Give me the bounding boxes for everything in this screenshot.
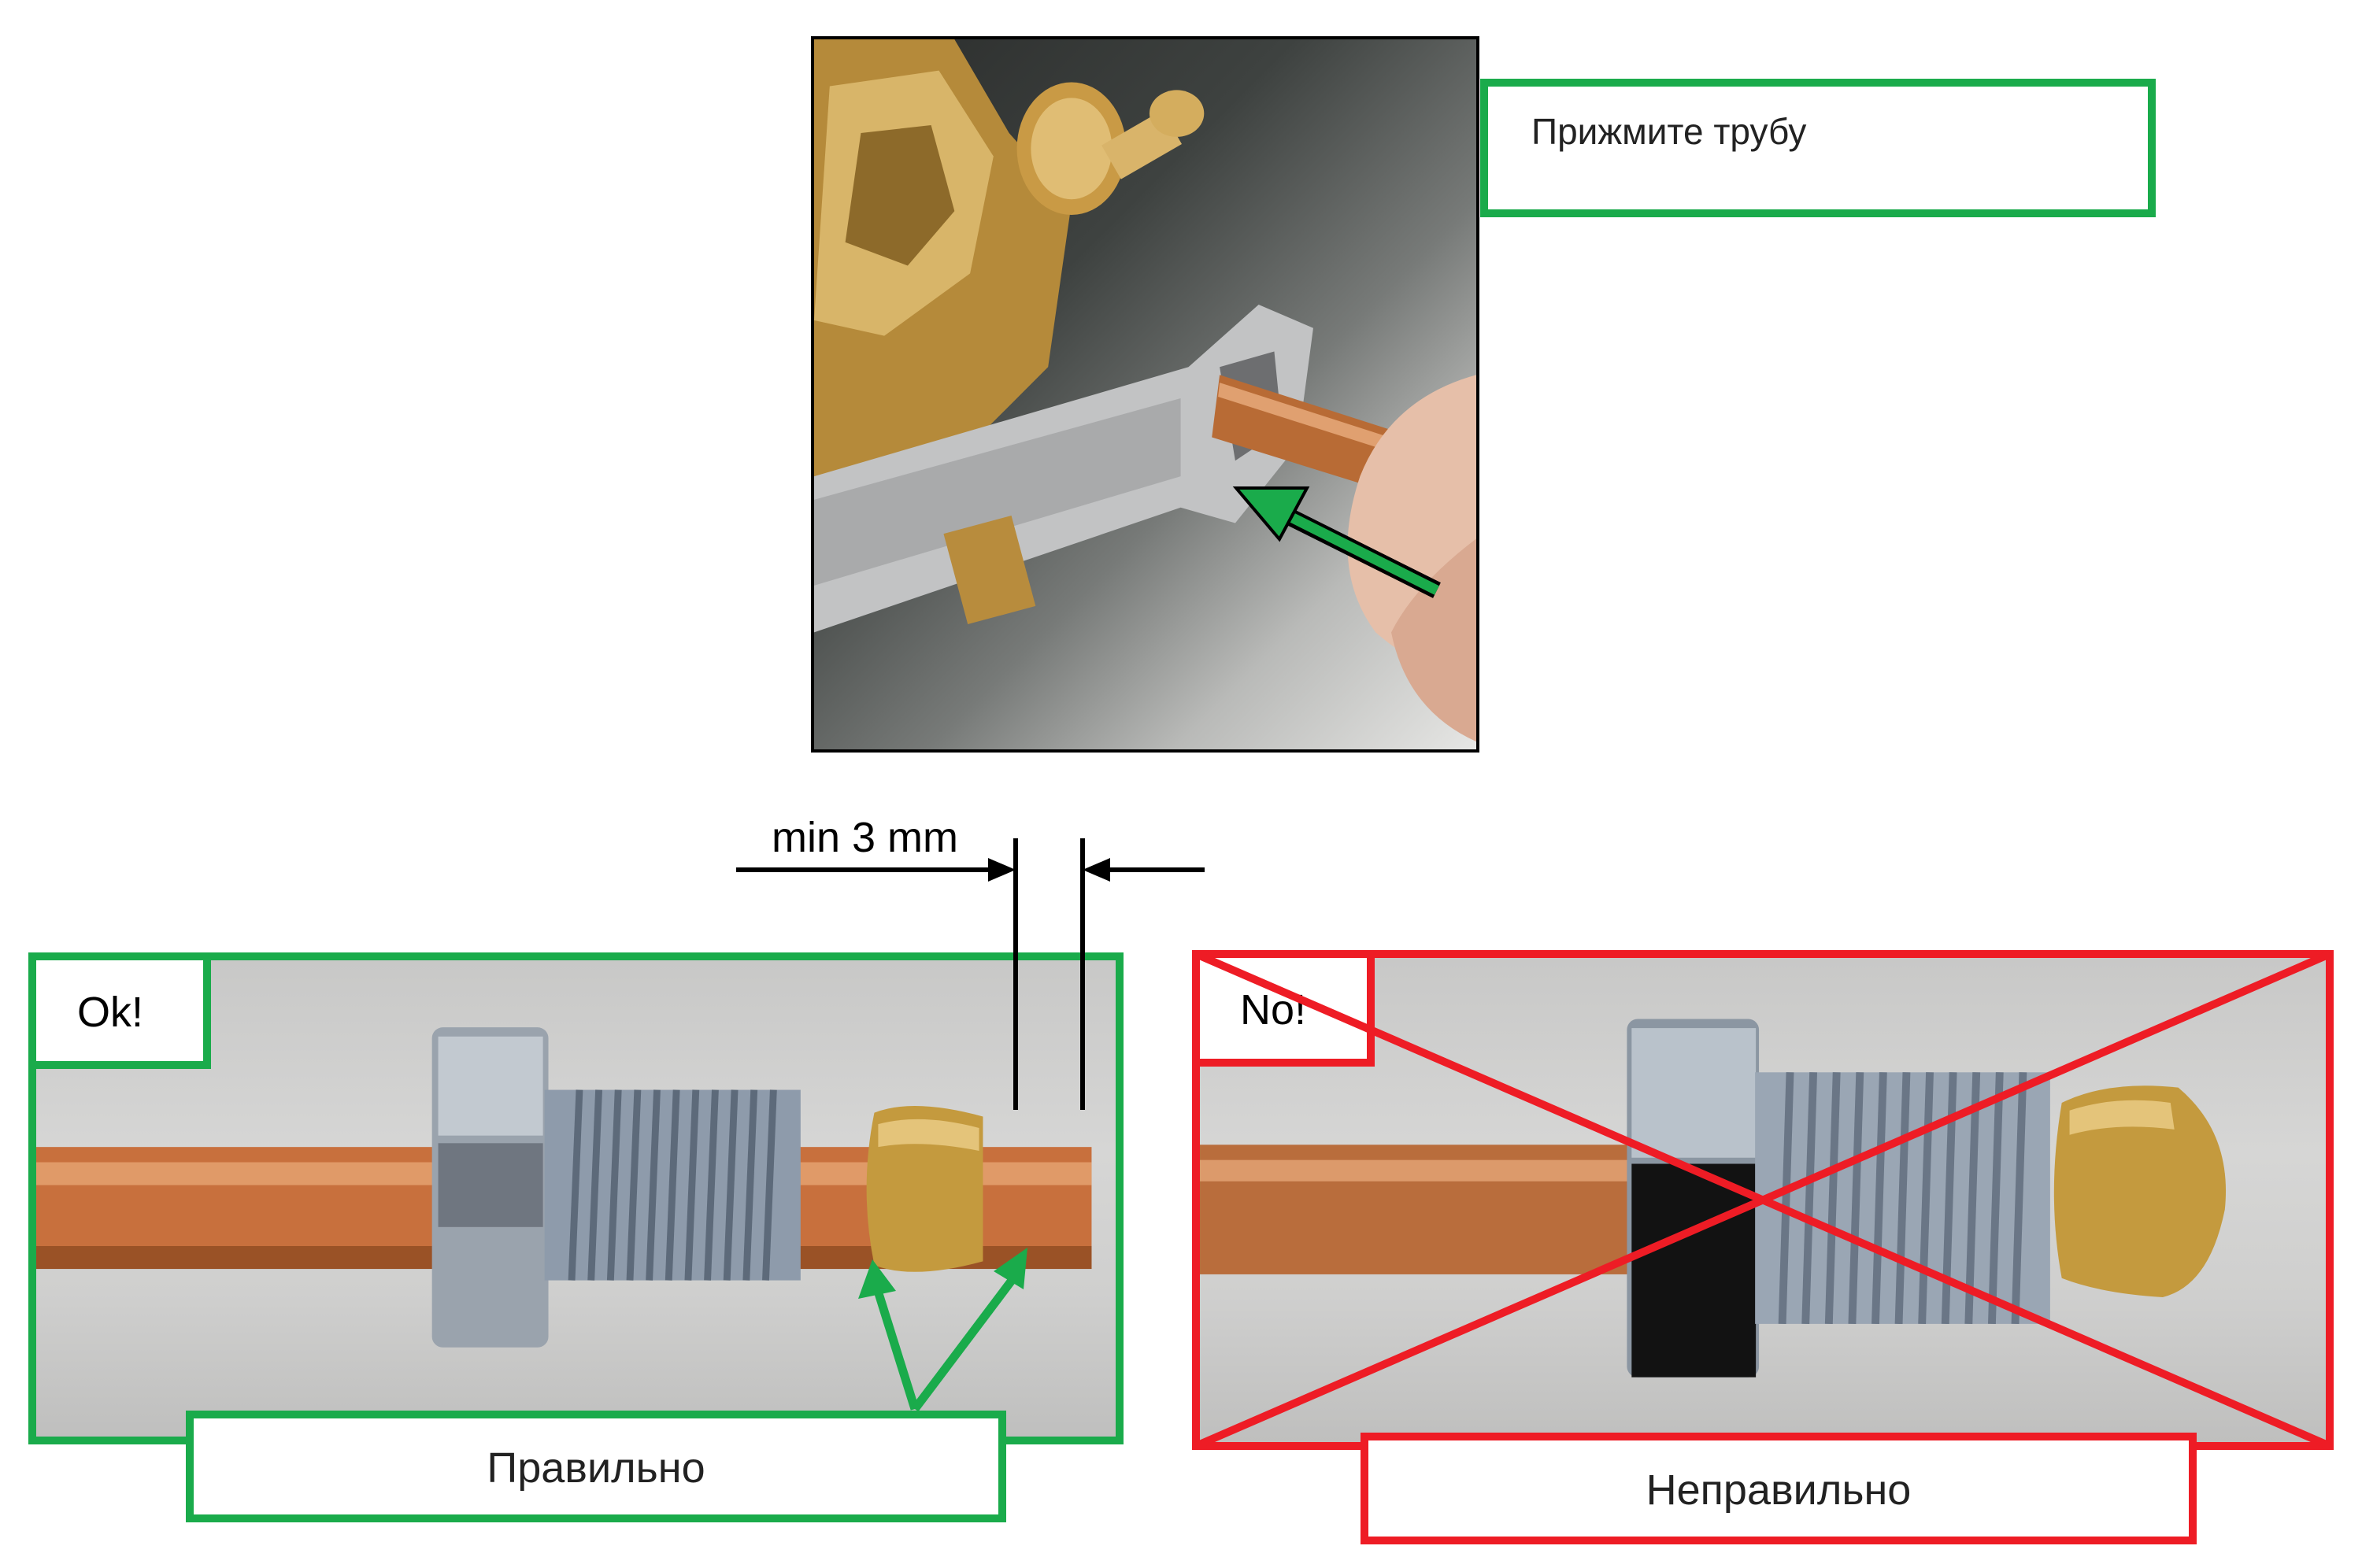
min-distance-label: min 3 mm <box>772 814 959 861</box>
dimension-arrowhead-right <box>1083 858 1110 882</box>
ok-tag-box <box>28 952 211 1069</box>
correct-caption-box <box>186 1411 1006 1522</box>
incorrect-caption: Неправильно <box>1646 1466 1912 1514</box>
dimension-arrowhead-left <box>988 858 1016 882</box>
ok-tag-label: Ok! <box>77 989 144 1036</box>
press-pipe-callout <box>1480 79 2156 217</box>
wrench-fitting-photo <box>811 36 1479 753</box>
no-tag-label: No! <box>1240 986 1307 1034</box>
press-pipe-instruction: Прижмите трубу <box>1531 111 1807 152</box>
incorrect-caption-box <box>1361 1433 2197 1544</box>
correct-caption: Правильно <box>487 1444 705 1492</box>
